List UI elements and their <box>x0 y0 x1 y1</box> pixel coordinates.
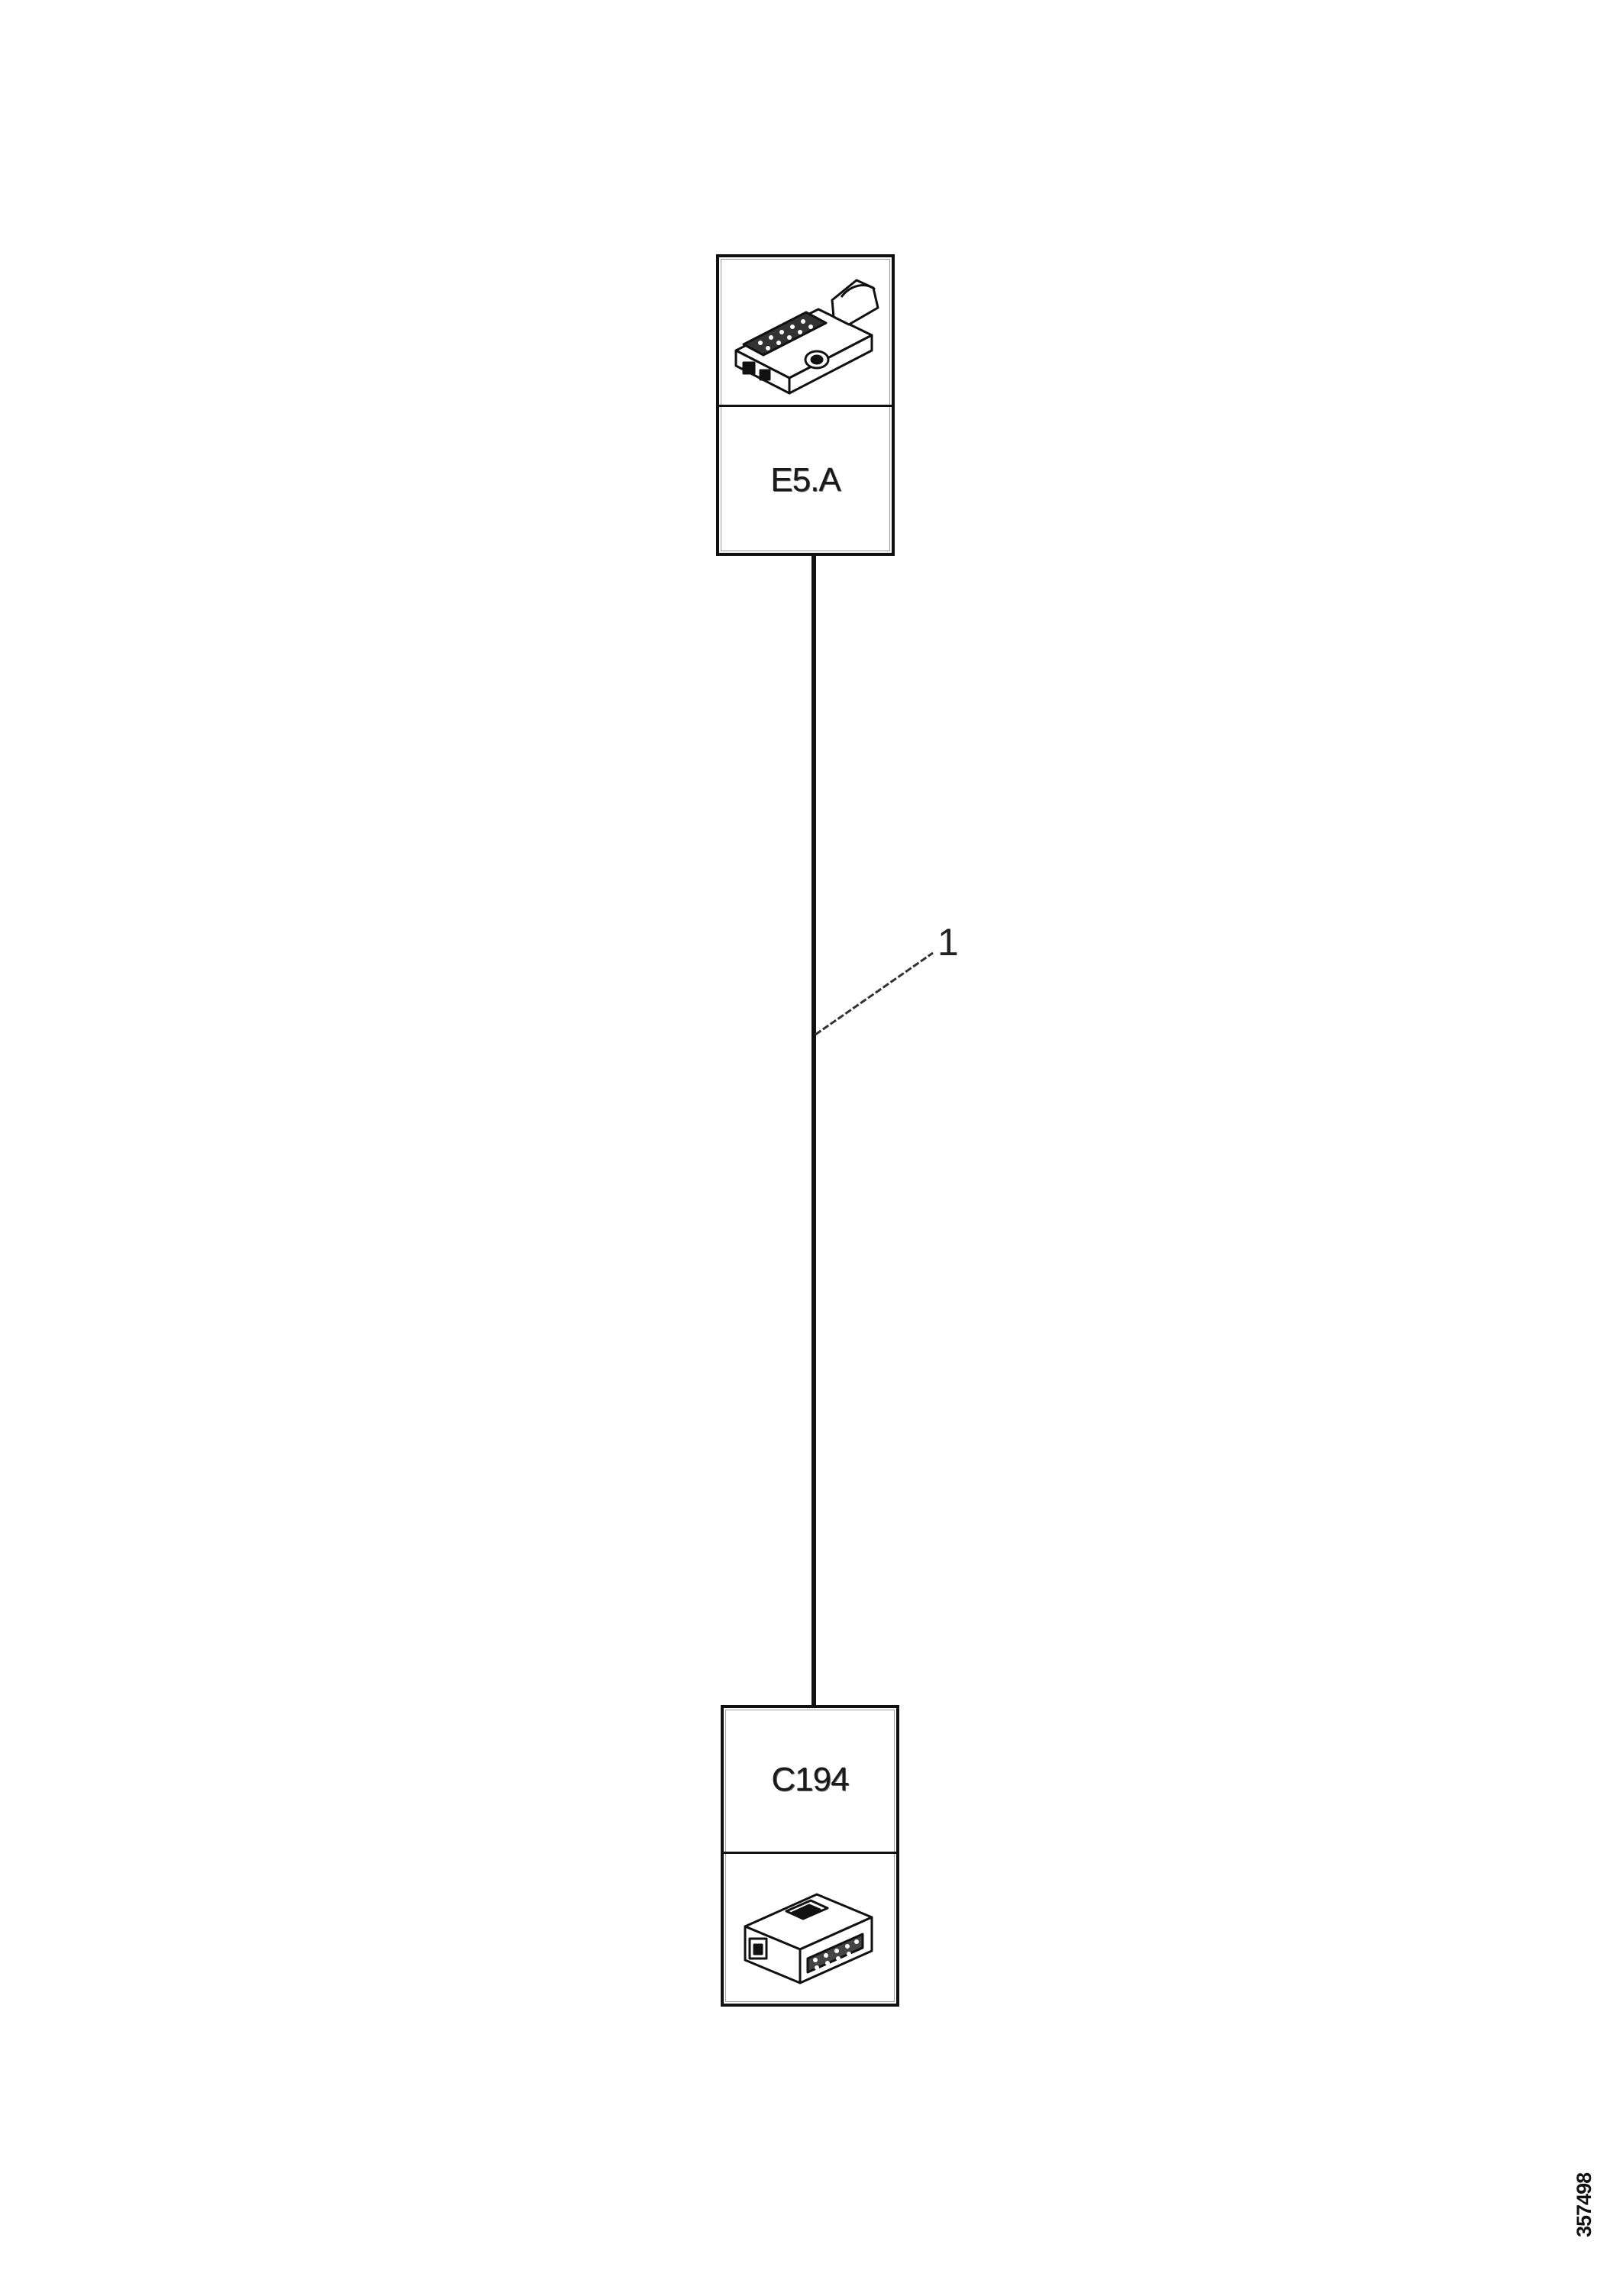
callout-leader-line <box>815 951 934 1036</box>
connector-e5a-label-cell: E5.A <box>719 407 892 553</box>
ecu-connector-icon <box>734 279 879 395</box>
connector-e5a-box[interactable]: E5.A <box>716 254 895 556</box>
plug-connector-icon <box>744 1893 873 1984</box>
connector-c194-box[interactable]: C194 <box>721 1705 899 2007</box>
connector-c194-label-cell: C194 <box>724 1708 896 1854</box>
connector-e5a-label: E5.A <box>770 460 841 499</box>
connector-c194-picture <box>724 1856 896 2006</box>
wire-callout-number: 1 <box>937 921 959 964</box>
connector-c194-label: C194 <box>771 1761 849 1798</box>
connector-e5a-picture <box>719 257 892 407</box>
figure-id: 357498 <box>1573 2172 1596 2237</box>
